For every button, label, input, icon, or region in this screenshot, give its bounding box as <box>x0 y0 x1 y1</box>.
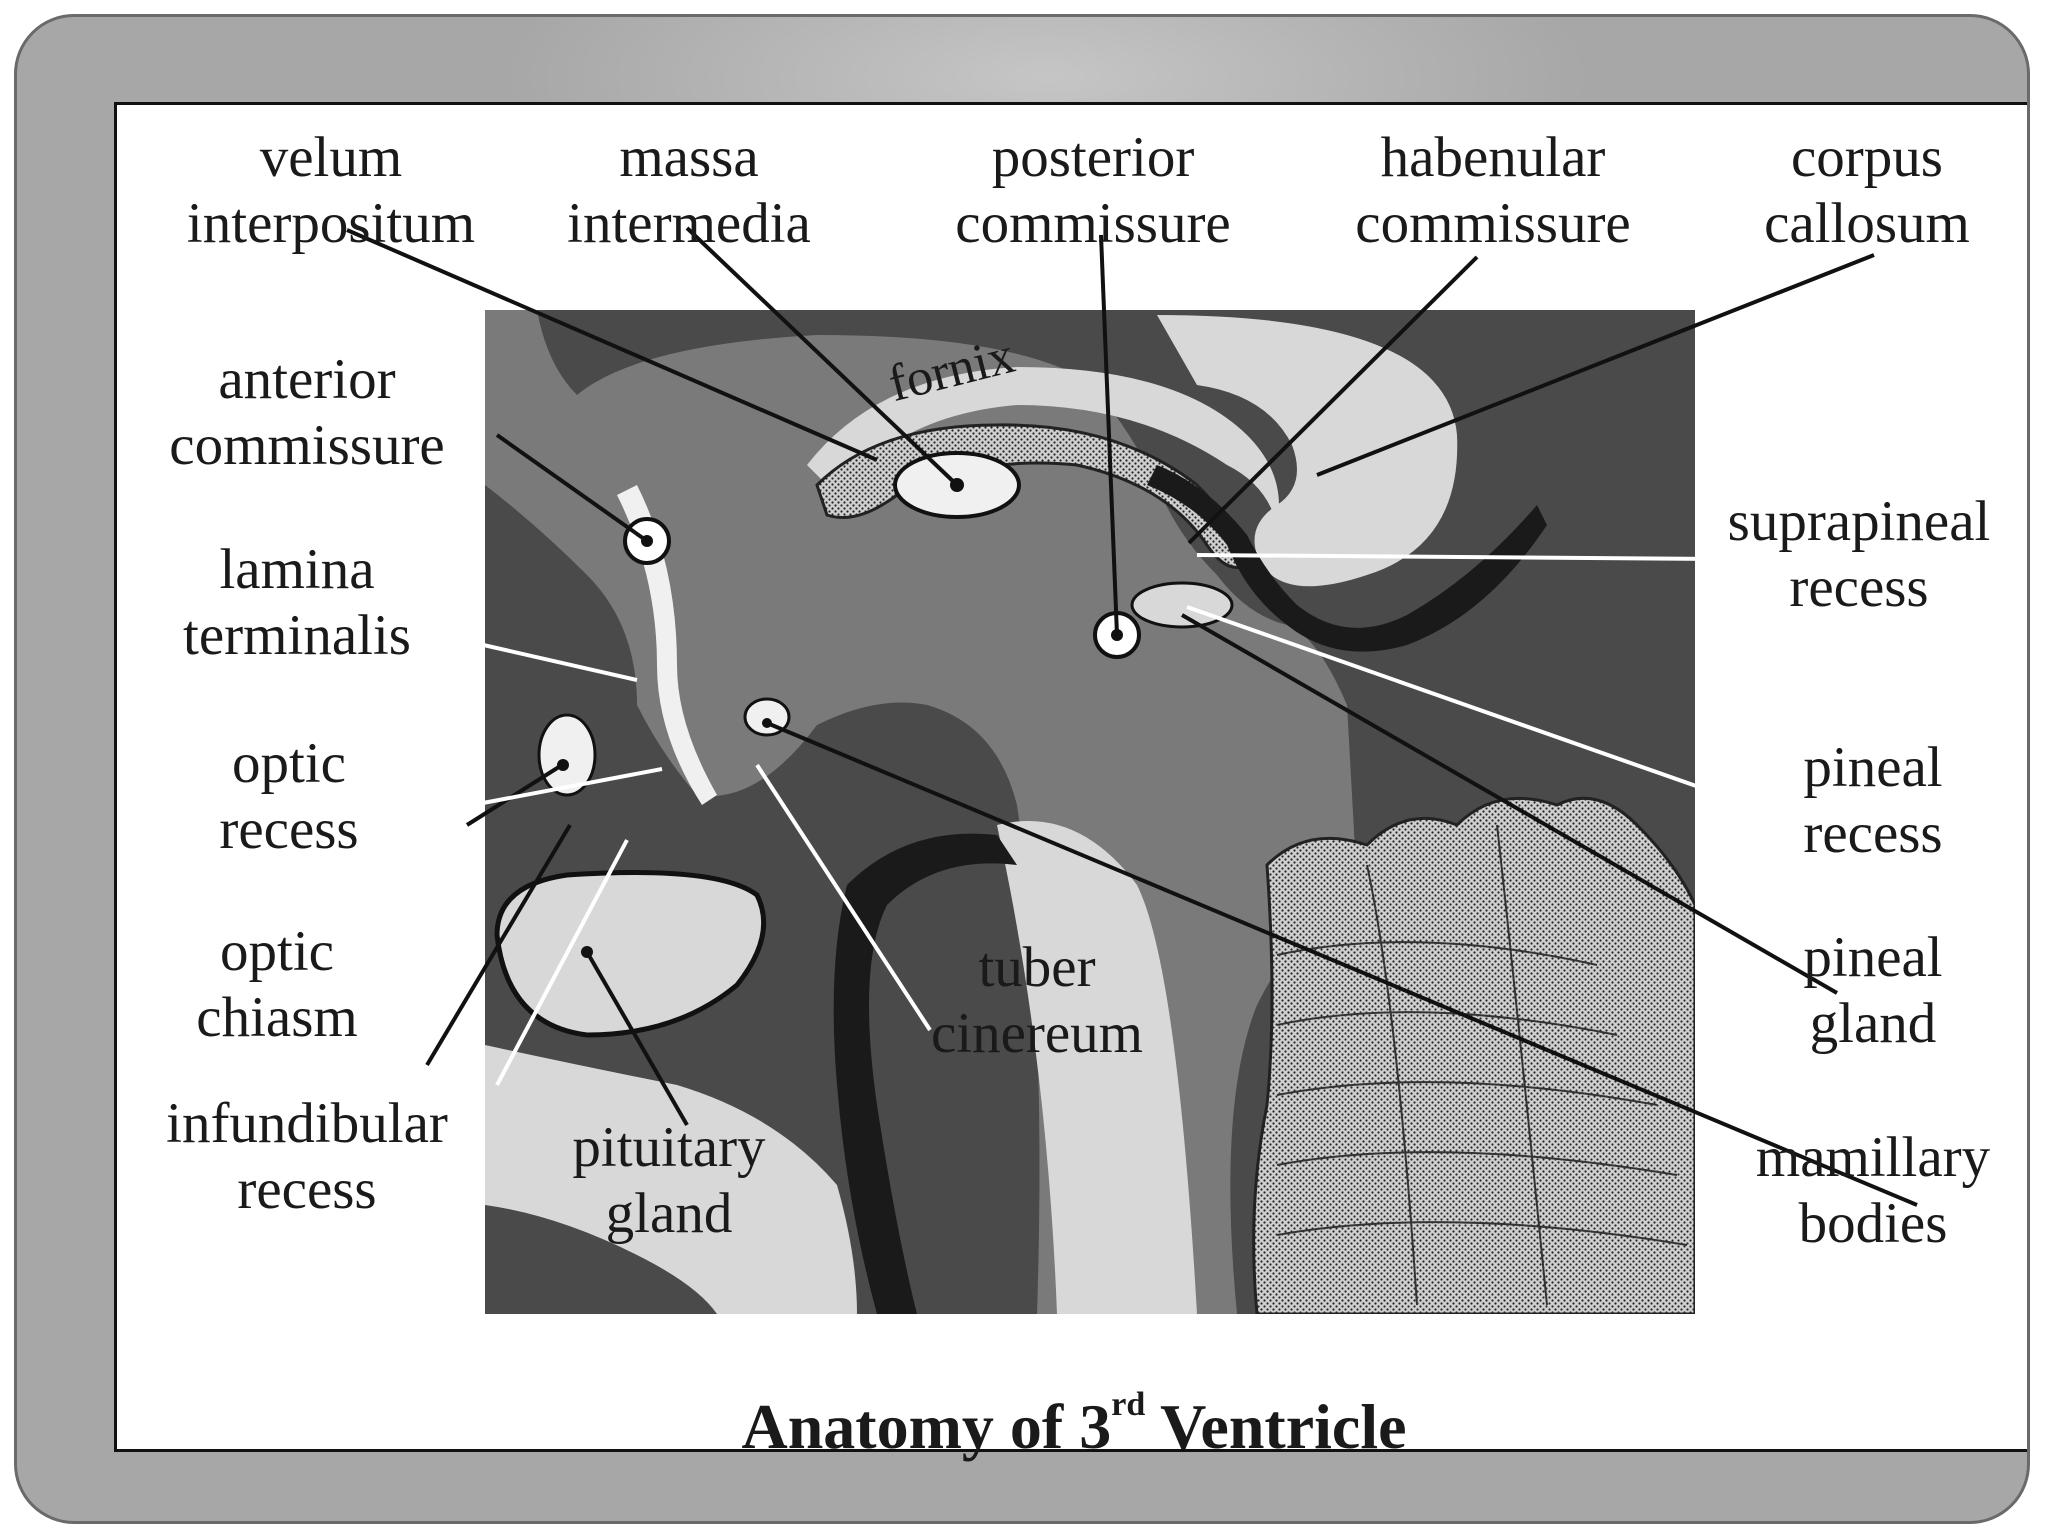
pineal-shape <box>1130 581 1234 629</box>
label-pineal-recess: pineal recess <box>1803 736 1943 865</box>
label-lamina-terminalis: lamina terminalis <box>183 538 411 667</box>
diagram-title: Anatomy of 3rd Ventricle <box>741 1386 1407 1462</box>
label-massa-intermedia: massa intermedia <box>567 126 811 255</box>
label-mamillary-bodies: mamillary bodies <box>1755 1126 1991 1255</box>
cerebellum <box>1252 796 1695 1314</box>
diagram-illustration <box>346 226 1918 1314</box>
white-leader-lines <box>366 553 1808 1086</box>
fornix-band <box>807 367 1279 525</box>
dark-tract <box>833 833 1017 1314</box>
dark-band <box>1147 465 1547 652</box>
label-habenular-commissure: habenular commissure <box>1355 126 1631 255</box>
label-corpus-callosum: corpus callosum <box>1764 126 1970 255</box>
brainstem-light <box>997 821 1197 1314</box>
corpus-callosum-shape <box>1157 315 1458 587</box>
label-infundibular-recess: infundibular recess <box>166 1092 448 1221</box>
label-tuber-cinereum: tuber cinereum <box>930 936 1144 1065</box>
brain-section <box>485 310 1695 1314</box>
label-pituitary-gland: pituitary gland <box>572 1116 766 1245</box>
label-posterior-commissure: posterior commissure <box>955 126 1231 255</box>
label-suprapineal-recess: suprapineal recess <box>1727 490 1991 619</box>
slide-background: velum interpositum massa intermedia post… <box>14 14 2030 1524</box>
cerebellum-folia <box>1276 824 1688 1306</box>
label-velum-interpositum: velum interpositum <box>186 126 476 255</box>
pituitary-shape <box>494 870 767 1038</box>
optic-recess-shape <box>537 713 597 797</box>
label-anterior-commissure: anterior commissure <box>169 348 445 477</box>
diagram-frame: velum interpositum massa intermedia post… <box>114 102 2027 1462</box>
label-pineal-gland: pineal gland <box>1803 926 1943 1055</box>
label-optic-chiasm: optic chiasm <box>196 920 358 1049</box>
bottom-left-dark <box>485 1205 717 1314</box>
lamina-strip <box>617 485 717 805</box>
label-optic-recess: optic recess <box>219 732 359 861</box>
leader-lines <box>346 226 1918 1207</box>
